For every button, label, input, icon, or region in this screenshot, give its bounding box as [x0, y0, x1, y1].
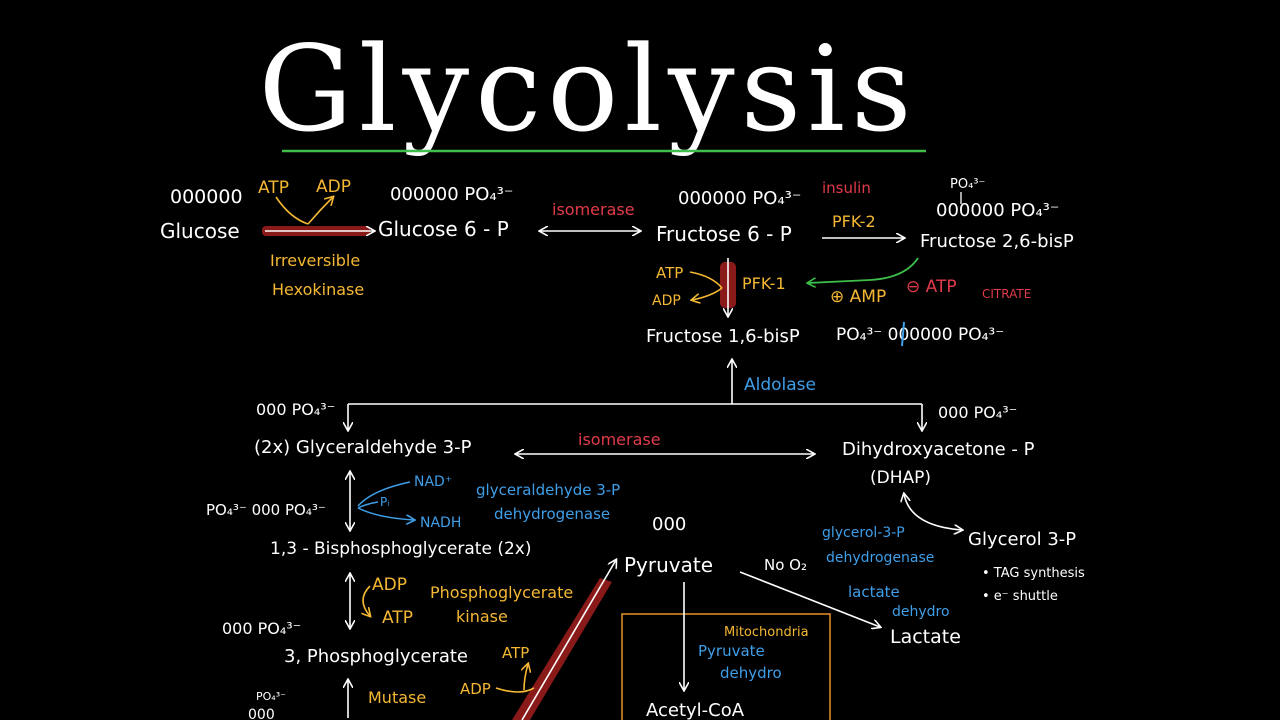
atp-pk-curve [524, 664, 528, 691]
e-shuttle-note: • e⁻ shuttle [982, 589, 1058, 604]
pyruvate-to-lactate-arrow [739, 571, 880, 627]
isomerase-1-label: isomerase [552, 200, 635, 219]
fructose-16bisp-structure: PO₄³⁻ 000000 PO₄³⁻ [836, 325, 1004, 345]
pfk2-label: PFK-2 [832, 212, 876, 231]
adp-pk-curve [495, 687, 535, 693]
atp-output-pgk: ATP [382, 608, 413, 628]
isomerase-2-label: isomerase [578, 430, 661, 449]
atp-input-pfk: ATP [656, 264, 683, 282]
atp-pfk-curve [689, 271, 723, 289]
f26bp-activation-arrow [808, 257, 919, 283]
pg-kinase-label-2: kinase [456, 607, 508, 626]
mutase-label: Mutase [368, 688, 426, 707]
citrate-label: CITRATE [982, 287, 1031, 301]
hexokinase-label: Hexokinase [272, 280, 364, 299]
fructose-6p-label: Fructose 6 - P [656, 222, 792, 246]
bpg13-label: 1,3 - Bisphosphoglycerate (2x) [270, 539, 531, 559]
pg2-phosphate: PO₄³⁻ [256, 690, 286, 703]
glucose-6p-label: Glucose 6 - P [378, 217, 509, 241]
atp-output-pk: ATP [502, 644, 529, 662]
atp-curve-1 [275, 196, 309, 225]
nad-label: NAD⁺ [414, 474, 452, 490]
pep-to-pyruvate-arrow [521, 560, 616, 720]
mitochondria-label: Mitochondria [724, 625, 809, 640]
mitochondria-box [621, 613, 831, 720]
no-o2-label: No O₂ [764, 556, 807, 574]
nadh-curve [357, 507, 414, 520]
pg3-label: 3, Phosphoglycerate [284, 646, 468, 667]
dhap-to-glycerol-arrow [904, 494, 962, 530]
dhap-abbr-label: (DHAP) [870, 468, 931, 488]
glucose-structure: 000000 [170, 186, 243, 208]
g3p-dh-label-1: glyceraldehyde 3-P [476, 481, 620, 499]
glyceraldehyde-3p-label: (2x) Glyceraldehyde 3-P [254, 437, 472, 458]
dhap-label: Dihydroxyacetone - P [842, 439, 1035, 460]
pyruvate-dh-label-1: Pyruvate [698, 642, 765, 660]
adp-input-pk: ADP [460, 680, 491, 698]
pyruvate-label: Pyruvate [624, 553, 713, 577]
g3p-dh-label-2: dehydrogenase [494, 505, 610, 523]
pgk-curve [363, 585, 370, 616]
lactate-dh-label-2: dehydro [892, 604, 950, 620]
g3p-structure: 000 PO₄³⁻ [256, 400, 335, 419]
pyruvate-dh-label-2: dehydro [720, 664, 782, 682]
glycerol-dh-label-2: dehydrogenase [826, 550, 934, 566]
bpg13-structure: PO₄³⁻ 000 PO₄³⁻ [206, 501, 326, 519]
glucose-6p-structure: 000000 PO₄³⁻ [390, 184, 513, 205]
lactate-label: Lactate [890, 626, 961, 648]
insulin-label: insulin [822, 179, 871, 197]
atp-inhibitor-label: ⊖ ATP [906, 277, 957, 297]
lactate-dh-label-1: lactate [848, 583, 900, 601]
pyruvate-kinase-highlight [512, 578, 612, 720]
page-title: Glycolysis [258, 20, 917, 158]
fructose-26bisp-phosphate: PO₄³⁻ [950, 177, 985, 192]
pi-label: Pᵢ [380, 495, 389, 509]
adp-output-pfk: ADP [652, 293, 681, 309]
adp-output-1: ADP [316, 177, 351, 197]
fructose-6p-structure: 000000 PO₄³⁻ [678, 188, 801, 209]
pi-curve [357, 501, 379, 509]
fructose-16bisp-label: Fructose 1,6-bisP [646, 326, 800, 347]
aldolase-label: Aldolase [744, 375, 816, 395]
nad-curve [357, 481, 411, 507]
glycerol-3p-label: Glycerol 3-P [968, 529, 1076, 550]
pg2-structure: 000 [248, 707, 275, 720]
atp-input-1: ATP [258, 178, 289, 198]
fructose-26bisp-structure: 000000 PO₄³⁻ [936, 200, 1059, 221]
tag-synthesis-note: • TAG synthesis [982, 566, 1085, 581]
pg-kinase-label-1: Phosphoglycerate [430, 583, 573, 602]
irreversible-label: Irreversible [270, 251, 360, 270]
glucose-label: Glucose [160, 219, 240, 243]
glycerol-dh-label-1: glycerol-3-P [822, 525, 905, 541]
nadh-label: NADH [420, 515, 461, 531]
aldolase-cleavage-mark [901, 321, 905, 347]
adp-pfk-curve [692, 287, 723, 300]
adp-input-pgk: ADP [372, 575, 407, 595]
pg3-structure: 000 PO₄³⁻ [222, 619, 301, 638]
pfk1-label: PFK-1 [742, 274, 786, 293]
pyruvate-structure: 000 [652, 514, 686, 535]
dhap-structure: 000 PO₄³⁻ [938, 403, 1017, 422]
fructose-26bisp-label: Fructose 2,6-bisP [920, 231, 1074, 252]
acetyl-coa-label: Acetyl-CoA [646, 700, 745, 720]
adp-curve-1 [307, 197, 333, 225]
amp-activator-label: ⊕ AMP [830, 287, 886, 307]
